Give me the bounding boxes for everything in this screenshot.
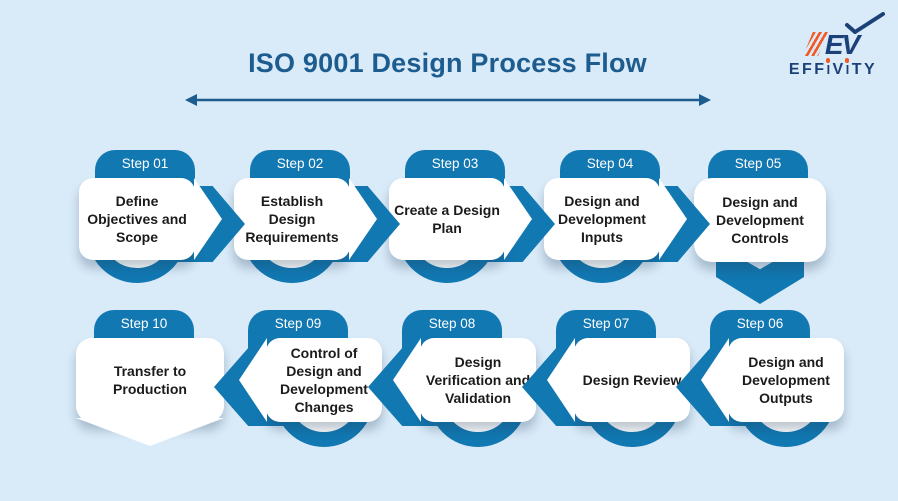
- logo-monogram-block: EV: [773, 12, 893, 60]
- page-title: ISO 9001 Design Process Flow: [248, 48, 647, 78]
- step-card: Transfer to Production: [76, 338, 224, 422]
- step-10: Step 10 Transfer to Production: [76, 310, 234, 470]
- logo-brand-text: EFFIVITY: [773, 61, 893, 79]
- step-text: Transfer to Production: [113, 362, 187, 397]
- step-text: Design and Development Controls: [716, 193, 804, 247]
- step-label: Step 06: [736, 316, 784, 331]
- step-label: Step 03: [431, 156, 479, 171]
- step-01: Step 01 Define Objectives and Scope: [79, 150, 245, 310]
- brand-seg: V: [832, 61, 846, 78]
- step-text: Define Objectives and Scope: [87, 192, 187, 246]
- step-02: Step 02 Establish Design Requirements: [234, 150, 400, 310]
- brand-seg: EFF: [788, 61, 827, 78]
- step-label: Step 04: [586, 156, 634, 171]
- step-label: Step 02: [276, 156, 324, 171]
- step-card: Design and Development Inputs: [544, 178, 660, 260]
- step-text: Create a Design Plan: [394, 201, 500, 236]
- step-label: Step 08: [428, 316, 476, 331]
- step-text: Establish Design Requirements: [245, 192, 339, 246]
- step-text: Design and Development Inputs: [558, 192, 646, 246]
- step-card: Create a Design Plan: [389, 178, 505, 260]
- step-label: Step 05: [734, 156, 782, 171]
- step-card: Design Review: [574, 338, 690, 422]
- logo-checkmark-icon: [845, 12, 885, 34]
- brand-i: I: [845, 63, 852, 77]
- step-label: Step 01: [121, 156, 169, 171]
- step-card: Design and Development Controls: [694, 178, 826, 262]
- step-text: Design Verification and Validation: [425, 353, 531, 407]
- double-arrow-line: [185, 94, 711, 106]
- step-label: Step 07: [582, 316, 630, 331]
- step-card: Design Verification and Validation: [420, 338, 536, 422]
- step-09: Step 09 Control of Design and Developmen…: [214, 310, 388, 470]
- effivity-logo: EV EFFIVITY: [773, 12, 893, 79]
- step-03: Step 03 Create a Design Plan: [389, 150, 555, 310]
- step-04: Step 04 Design and Development Inputs: [544, 150, 710, 310]
- step-label: Step 10: [120, 316, 168, 331]
- brand-seg: TY: [851, 61, 878, 78]
- step-card: Define Objectives and Scope: [79, 178, 195, 260]
- step-label: Step 09: [274, 316, 322, 331]
- step-text: Design and Development Outputs: [742, 353, 830, 407]
- step-text: Design Review: [582, 371, 682, 388]
- logo-monogram: EV: [824, 29, 860, 60]
- step-card-bottom-point: [76, 418, 224, 446]
- step-text: Control of Design and Development Change…: [280, 344, 368, 416]
- step-card: Control of Design and Development Change…: [266, 338, 382, 422]
- step-card: Design and Development Outputs: [728, 338, 844, 422]
- step-08: Step 08 Design Verification and Validati…: [368, 310, 542, 470]
- step-05: Step 05 Design and Development Controls: [694, 150, 856, 310]
- brand-i: I: [826, 63, 833, 77]
- step-card: Establish Design Requirements: [234, 178, 350, 260]
- step-06: Step 06 Design and Development Outputs: [676, 310, 850, 470]
- step-07: Step 07 Design Review: [522, 310, 696, 470]
